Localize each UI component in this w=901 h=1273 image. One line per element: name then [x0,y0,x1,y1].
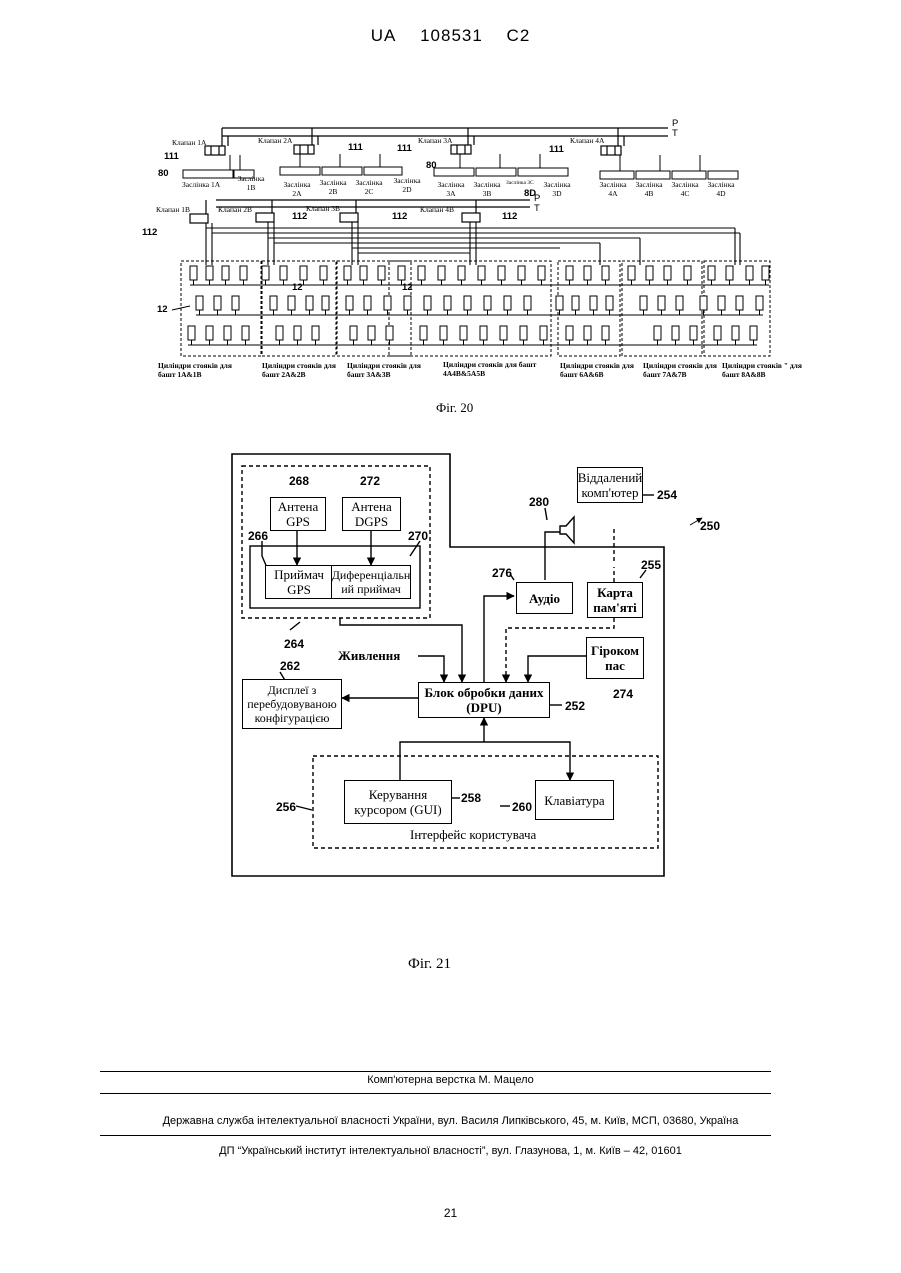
footer-service: Державна служба інтелектуальної власност… [0,1115,901,1127]
gyrocompass-box: Гіроком пас [586,637,644,679]
ref-254: 254 [657,488,677,502]
ref-274: 274 [613,687,633,701]
dpu-box: Блок обробки даних (DPU) [418,682,550,718]
footer-divider-1 [100,1071,771,1072]
ref-264: 264 [284,637,304,651]
ref-262: 262 [280,659,300,673]
differential-receiver-box: Диференціальн ий приймач [331,565,411,599]
footer-divider-2 [100,1093,771,1094]
ref-256: 256 [276,800,296,814]
footer-divider-3 [100,1135,771,1136]
page-number: 21 [0,1206,901,1220]
footer-institute: ДП “Український інститут інтелектуальної… [0,1145,901,1157]
ref-255: 255 [641,558,661,572]
antenna-gps-box: Антена GPS [270,497,326,531]
ref-260: 260 [512,800,532,814]
ref-268: 268 [289,474,309,488]
gps-receiver-box: Приймач GPS [265,565,333,599]
figure-21-caption: Фіг. 21 [408,956,451,973]
remote-computer-box: Віддалений комп'ютер [577,467,643,503]
antenna-dgps-box: Антена DGPS [342,497,401,531]
ref-276: 276 [492,566,512,580]
keyboard-box: Клавіатура [535,780,614,820]
ref-266: 266 [248,529,268,543]
footer-layout: Комп'ютерна верстка М. Мацело [0,1074,901,1086]
ref-250: 250 [700,519,720,533]
ref-252: 252 [565,699,585,713]
user-interface-label: Інтерфейс користувача [410,827,536,843]
memory-card-box: Карта пам'яті [587,582,643,618]
cursor-control-box: Керування курсором (GUI) [344,780,452,824]
power-label: Живлення [338,648,400,664]
ref-280: 280 [529,495,549,509]
ref-272: 272 [360,474,380,488]
display-box: Дисплеї з перебудовуваною конфігурацією [242,679,342,729]
ref-258: 258 [461,791,481,805]
ref-270: 270 [408,529,428,543]
audio-box: Аудіо [516,582,573,614]
